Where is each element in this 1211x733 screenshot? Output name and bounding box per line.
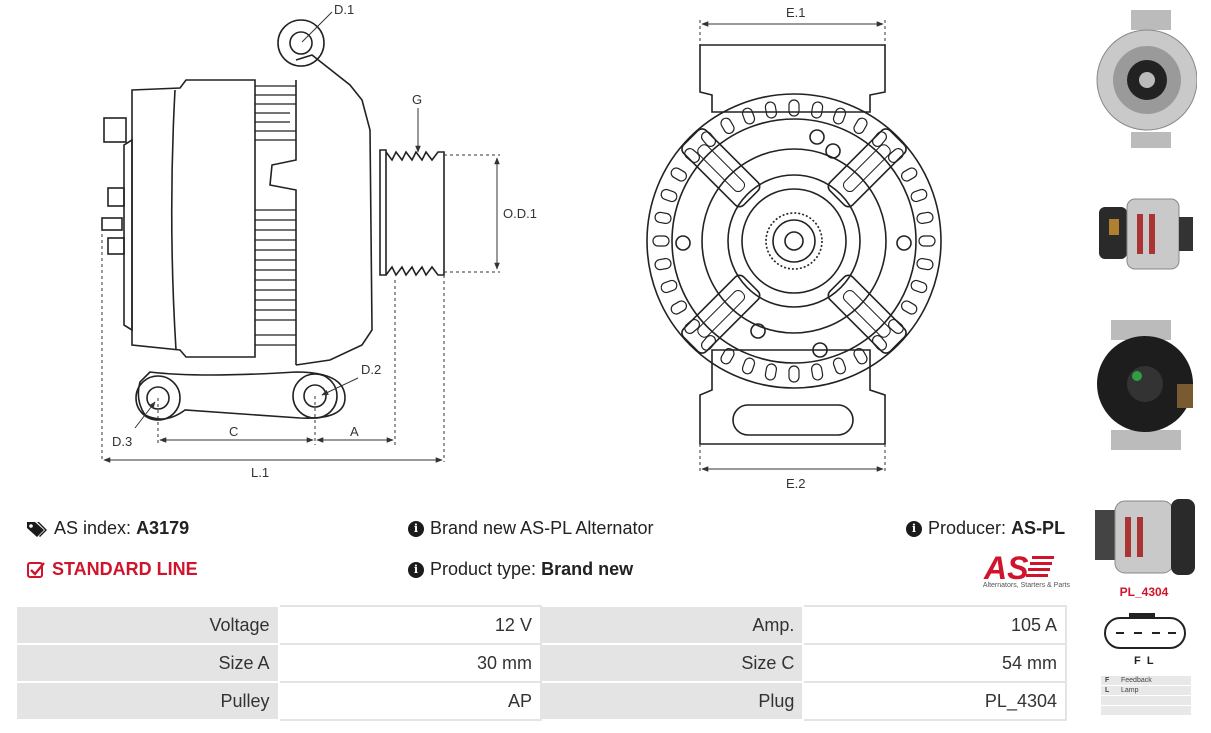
producer-label: Producer: [928,518,1007,538]
spec-value: 54 mm [802,643,1067,683]
label-e2: E.2 [786,476,806,491]
spec-label: Amp. [539,605,805,645]
label-e1: E.1 [786,5,806,20]
spec-value: 30 mm [277,643,542,683]
vent-slot [788,99,800,117]
technical-drawing: D.1 G O.D.1 D.2 D.3 C A L.1 [101,2,942,491]
side-view [101,19,445,421]
spec-label: Pulley [15,681,280,721]
vent-slot [660,279,678,294]
info-icon: i [906,520,922,537]
plug-code: PL_4304 [1119,585,1169,599]
vent-slot [900,300,918,315]
product-thumbnails [1088,6,1204,618]
logo-mark: AS [983,550,1029,586]
standard-line-label: STANDARD LINE [52,559,198,579]
legend-row: F Feedback [1101,676,1191,685]
spec-label: Plug [539,681,805,721]
vent-slot [741,357,756,375]
table-row: Voltage 12 V Amp. 105 A [15,605,1067,645]
thumbnail-back-view[interactable] [1091,312,1197,458]
spec-value: 105 A [802,605,1067,645]
vent-slot [918,235,936,247]
vent-slot [832,107,847,125]
vent-slot [654,257,672,271]
legend-row [1101,696,1191,705]
table-row: Pulley AP Plug PL_4304 [15,681,1067,721]
as-index: AS index: A3179 [26,518,189,539]
vent-slot [832,357,847,375]
logo-caption: Alternators, Starters & Parts [982,582,1070,589]
thumbnail-rear-view[interactable] [1091,6,1198,152]
info-icon: i [408,520,424,537]
spec-label: Voltage [15,605,280,645]
spec-label: Size A [15,643,280,683]
label-l1: L.1 [251,465,269,480]
legend-label: Lamp [1121,687,1139,694]
front-dimensions [699,20,886,474]
product-type-value: Brand new [541,559,634,579]
standard-line: STANDARD LINE [26,559,198,580]
vent-slot [810,101,824,119]
spec-value: 12 V [277,605,542,645]
vent-slot [654,211,672,225]
label-d2: D.2 [361,362,381,377]
label-a: A [350,424,359,439]
vent-slot [764,101,778,119]
label-c: C [229,424,238,439]
tags-icon [26,520,48,538]
vent-slot [720,347,735,365]
vent-slot [720,117,735,135]
as-index-label: AS index: [54,518,132,538]
legend-row: L Lamp [1101,686,1191,695]
vent-slot [670,300,688,315]
legend-key: L [1105,687,1110,694]
vent-slot [652,235,670,247]
specs-table: Voltage 12 V Amp. 105 A Size A 30 mm Siz… [15,605,1067,721]
as-pl-logo: AS [983,550,1054,586]
product-type-label: Product type: [430,559,537,579]
vent-slot [764,363,778,381]
label-od1: O.D.1 [503,206,537,221]
thumbnail-angle-view[interactable] [1091,465,1197,611]
thumbnail-side-view[interactable] [1091,159,1197,305]
table-row: Size A 30 mm Size C 54 mm [15,643,1067,683]
legend-key: F [1105,677,1110,684]
description: i Brand new AS-PL Alternator [408,518,653,539]
vent-slot [853,117,868,135]
producer: i Producer: AS-PL [906,518,1065,539]
check-square-icon [26,561,46,579]
front-view [646,44,942,445]
vent-slot [900,167,918,182]
label-d3: D.3 [112,434,132,449]
plug-legend: F Feedback L Lamp [1101,676,1191,716]
vent-slot [741,107,756,125]
info-icon: i [408,561,424,578]
product-type: i Product type: Brand new [408,559,633,580]
vent-slot [910,279,928,294]
legend-row [1101,706,1191,715]
side-dimensions [101,11,500,463]
vent-slot [916,211,934,225]
description-text: Brand new AS-PL Alternator [430,518,654,538]
vent-slot [916,257,934,271]
spec-value: PL_4304 [802,681,1067,721]
spec-label: Size C [539,643,805,683]
vent-slot [660,188,678,203]
vent-slot [853,347,868,365]
legend-label: Feedback [1121,677,1152,684]
vent-slot [670,167,688,182]
plug-pins: F L [1134,655,1154,667]
label-g: G [412,92,422,107]
vent-slot [910,188,928,203]
plug-diagram: F L [1104,613,1186,667]
spec-value: AP [277,681,542,721]
vent-slot [788,365,800,383]
vent-slot [810,363,824,381]
label-d1: D.1 [334,2,354,17]
producer-value: AS-PL [1011,518,1066,538]
as-index-value: A3179 [136,518,190,538]
